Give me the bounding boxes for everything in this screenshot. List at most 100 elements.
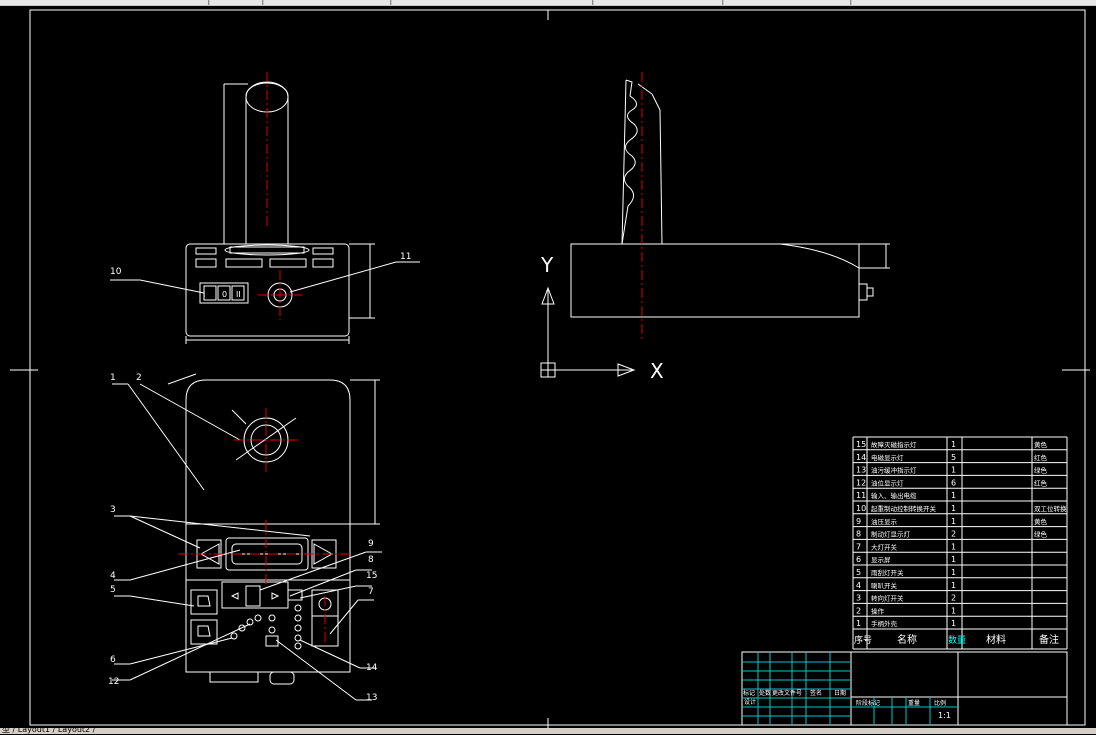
- bom-row-name: 大灯开关: [871, 542, 898, 551]
- toolbar-segment[interactable]: [264, 0, 391, 5]
- part-number-8: 8: [368, 555, 374, 565]
- tb-stage: 阶段标记: [856, 699, 880, 707]
- front-view-centerline: [258, 72, 302, 320]
- bom-row-qty: 6: [951, 478, 956, 487]
- bom-row-no: 9: [856, 517, 861, 526]
- part-number-2: 2: [136, 373, 142, 383]
- bom-row-no: 6: [856, 555, 861, 564]
- bom-header-note: 备注: [1039, 633, 1059, 646]
- bom-row-no: 3: [856, 594, 861, 603]
- bom-header-qty: 数量: [948, 634, 966, 646]
- bom-row-name: 显示屏: [871, 556, 891, 564]
- tb-scale-label: 比例: [934, 699, 946, 707]
- toolbar-segment[interactable]: [852, 0, 1096, 5]
- side-view: [570, 79, 890, 318]
- bom-header-material: 材料: [986, 633, 1006, 646]
- toolbar-segment[interactable]: [594, 0, 723, 5]
- bom-row-qty: 1: [951, 542, 956, 551]
- bom-row-name: 油位显示灯: [871, 478, 904, 487]
- bom-row-note: 绿色: [1034, 466, 1048, 475]
- toolbar-segment[interactable]: [392, 0, 593, 5]
- tb-scale: 1:1: [938, 711, 951, 720]
- toolbar-segment[interactable]: [210, 0, 263, 5]
- bom-row-no: 14: [856, 453, 866, 462]
- bom-row-note: 红色: [1034, 478, 1048, 487]
- bom-row-name: 雨刮灯开关: [871, 568, 904, 577]
- bom-row-no: 10: [856, 504, 866, 513]
- bom-row-no: 4: [856, 581, 861, 590]
- bom-header-no: 序号: [854, 634, 872, 646]
- tb-change-doc: 更改文件号: [772, 689, 802, 697]
- drawing-frame: [10, 9, 1090, 728]
- switch-label-right: II: [236, 290, 241, 299]
- part-number-15: 15: [366, 571, 377, 581]
- bom-row-qty: 1: [951, 555, 956, 564]
- bom-row-qty: 1: [951, 491, 956, 500]
- bom-row-qty: 1: [951, 606, 956, 615]
- layout-tabs[interactable]: 型 / Layout1 / Layout2 /: [2, 725, 96, 734]
- part-number-13: 13: [366, 693, 377, 703]
- bom-row-note: 双工位转换: [1034, 504, 1067, 513]
- tb-date: 日期: [834, 689, 846, 697]
- status-bar: 型 / Layout1 / Layout2 /: [0, 725, 1096, 734]
- bom-row-name: 油污缓冲指示灯: [871, 466, 917, 475]
- bom-row-name: 输入、输出电缆: [871, 491, 917, 500]
- tb-design: 设计: [744, 698, 756, 706]
- bom-row-qty: 1: [951, 466, 956, 475]
- part-number-3: 3: [110, 505, 116, 515]
- part-number-6: 6: [110, 655, 116, 665]
- bom-row-qty: 2: [951, 594, 956, 603]
- part-number-5: 5: [110, 585, 116, 595]
- part-number-14: 14: [366, 663, 378, 673]
- bom-row-note: 绿色: [1034, 530, 1048, 539]
- bom-row-no: 11: [856, 491, 866, 500]
- bom-row-qty: 5: [951, 453, 956, 462]
- bom-row-name: 手柄外壳: [871, 619, 898, 628]
- part-number-10: 10: [110, 267, 122, 277]
- bom-row-name: 转向灯开关: [871, 594, 904, 603]
- bom-row-name: 操作: [871, 606, 885, 615]
- bom-row-name: 故障灭磁指示灯: [871, 440, 917, 449]
- bom-row-no: 1: [856, 619, 861, 628]
- tb-weight: 重量: [908, 699, 920, 707]
- part-number-4: 4: [110, 571, 116, 581]
- part-number-12: 12: [108, 677, 119, 687]
- ucs-x-label: X: [650, 359, 664, 383]
- toolbar-segment[interactable]: [724, 0, 851, 5]
- switch-label-left: I: [203, 290, 205, 299]
- bom-row-no: 5: [856, 568, 861, 577]
- bom-row-qty: 1: [951, 581, 956, 590]
- bom-row-name: 起重制动控制转换开关: [871, 504, 937, 513]
- ucs-icon: [540, 286, 636, 378]
- bom-row-qty: 1: [951, 517, 956, 526]
- bom-row-qty: 2: [951, 530, 956, 539]
- part-number-11: 11: [400, 252, 411, 262]
- top-view-centerline: [178, 408, 352, 644]
- part-number-7: 7: [368, 587, 374, 597]
- tb-mark: 标记: [743, 689, 755, 697]
- switch-label-mid: 0: [222, 290, 227, 299]
- bom-row-no: 2: [856, 606, 861, 615]
- bom-row-note: 黄色: [1034, 517, 1048, 526]
- part-number-1: 1: [110, 373, 116, 383]
- bom-row-no: 12: [856, 478, 866, 487]
- tb-signature: 签名: [810, 689, 822, 697]
- bom-row-name: 油压显示: [871, 517, 898, 526]
- tb-count: 处数: [759, 689, 771, 697]
- bom-row-no: 7: [856, 542, 861, 551]
- bom-row-name: 电磁显示灯: [871, 453, 904, 462]
- top-view: [112, 373, 382, 701]
- bom-row-no: 8: [856, 530, 861, 539]
- bom-row-qty: 1: [951, 568, 956, 577]
- bom-row-no: 15: [856, 440, 866, 449]
- front-view: [110, 81, 420, 344]
- bom-row-note: 红色: [1034, 453, 1048, 462]
- ucs-y-label: Y: [540, 253, 554, 277]
- toolbar-segment[interactable]: [0, 0, 209, 5]
- bom-row-name: 喇叭开关: [871, 581, 898, 590]
- toolbar-strip: [0, 0, 1096, 6]
- bom-row-qty: 1: [951, 619, 956, 628]
- bom-row-qty: 1: [951, 504, 956, 513]
- bom-row-name: 制动灯显示灯: [871, 530, 911, 539]
